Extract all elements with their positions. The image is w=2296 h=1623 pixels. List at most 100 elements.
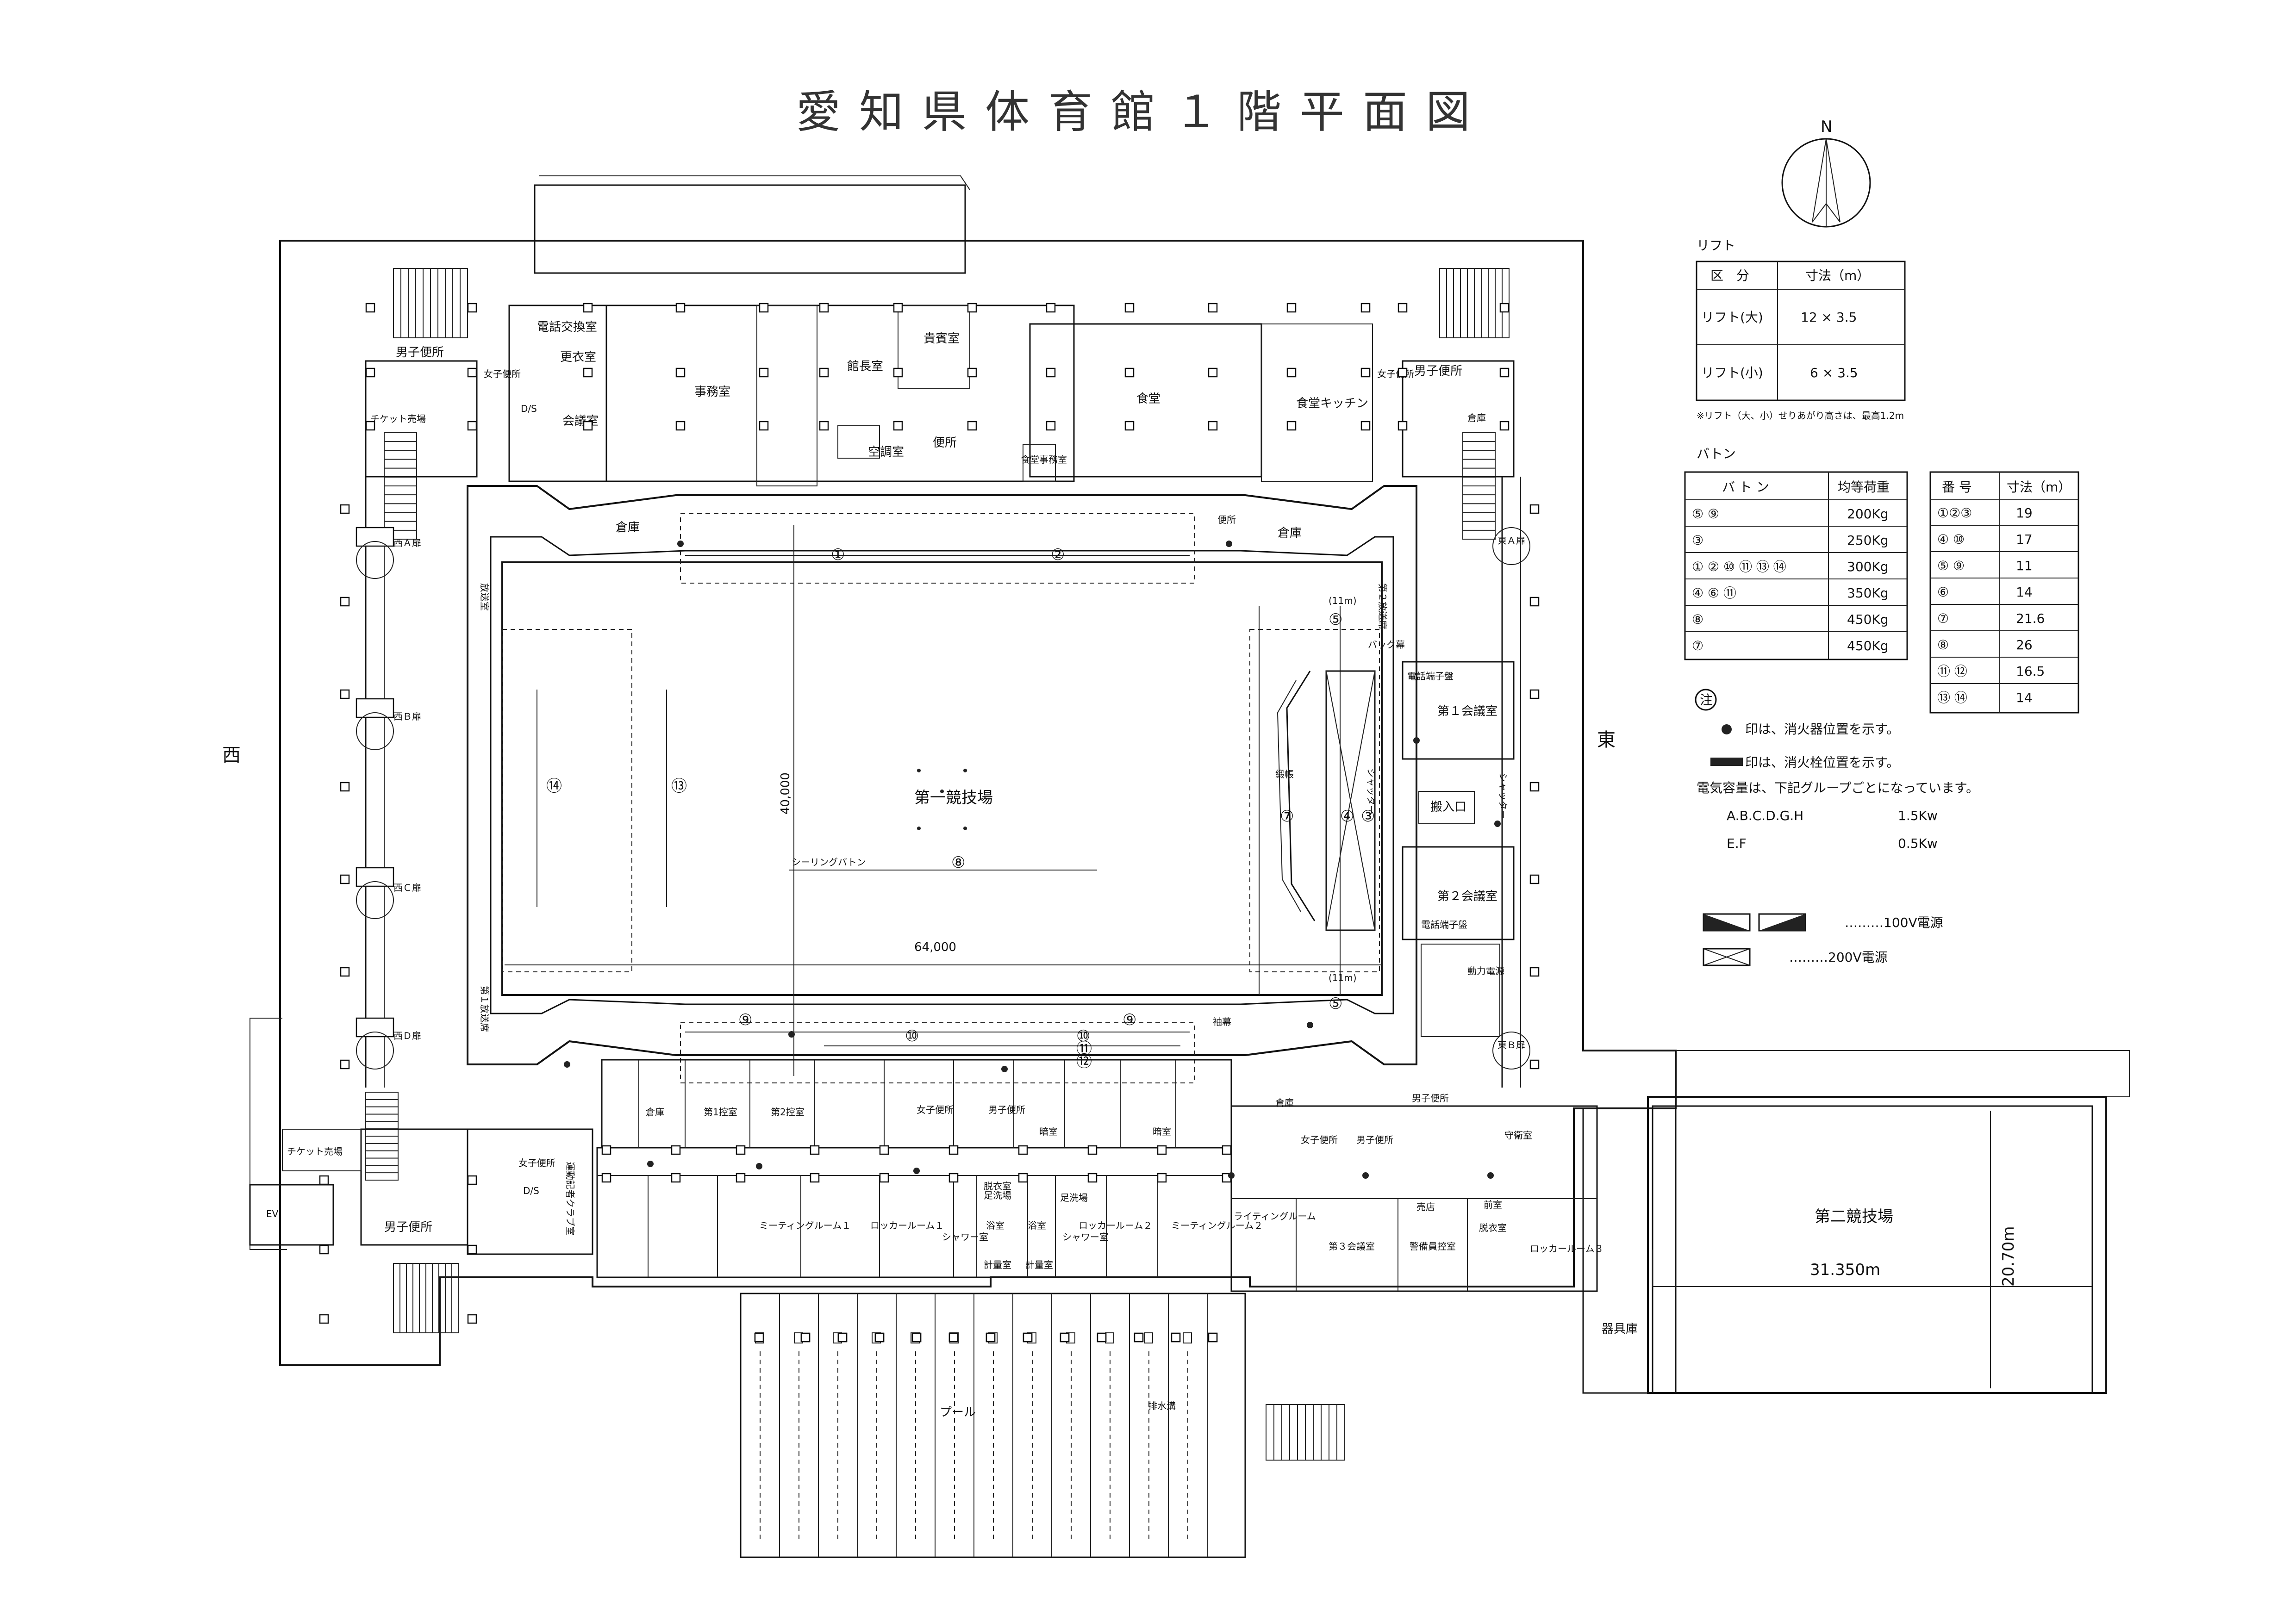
baton-header-name: バ ト ン [1722, 479, 1769, 495]
room-label: D/S [521, 403, 537, 414]
west-doors: 西Ａ扉 西Ｂ扉 西Ｃ扉 西Ｄ扉 東Ａ扉 東Ｂ扉 [356, 477, 1530, 1088]
baton-row-load: 200Kg [1847, 506, 1889, 522]
drain-label: 排水溝 [1148, 1400, 1176, 1412]
second-arena-width: 31.350m [1810, 1261, 1880, 1279]
room-label: 空調室 [868, 445, 904, 459]
door-label: 西Ｂ扉 [393, 711, 421, 722]
room-label: 第１会議室 [1437, 704, 1497, 718]
stage-curtain-label: バック幕 [1368, 639, 1405, 650]
room-label: 前室 [1484, 1199, 1502, 1210]
legend-capacity: 電気容量は、下記グループごとになっています。 [1697, 780, 1979, 796]
size-row-no: ⑪ ⑫ [1937, 664, 1967, 679]
lift-row-name: リフト(大) [1701, 310, 1763, 325]
equipment-store-label: 器具庫 [1602, 1322, 1638, 1336]
pillars [319, 303, 1540, 1343]
size-row-no: ⑤ ⑨ [1937, 558, 1965, 573]
north-compass-icon: N [1781, 118, 1871, 228]
room-label: ロッカールーム２ [1079, 1220, 1152, 1231]
lift-row-name: リフト(小) [1701, 365, 1763, 380]
room-label: 第1控室 [704, 1107, 737, 1118]
baton-table-caption: バトン [1697, 446, 1736, 461]
second-arena: 第二競技場 31.350m 20.70m 器具庫 [1602, 1105, 2093, 1394]
room-label: 足洗場 [984, 1190, 1011, 1201]
size-row-size: 16.5 [2016, 664, 2045, 679]
arena-width: 64,000 [914, 940, 956, 954]
room-label: 女子便所 [518, 1157, 555, 1169]
hydrant-legend-icon [1710, 758, 1743, 766]
concourse-ring [467, 485, 1417, 1065]
legend-hydrant: 印は、消火栓位置を示す。 [1745, 755, 1899, 770]
wing-curtain-label: 袖幕 [1213, 1016, 1231, 1027]
room-label: 倉庫 [1467, 412, 1486, 423]
room-label: 守衛室 [1504, 1130, 1532, 1141]
room-label: 倉庫 [616, 521, 640, 535]
room-label: 運動記者クラブ室 [565, 1162, 576, 1236]
baton-mark: ⑬ [671, 777, 687, 796]
legend-group-value: 0.5Kw [1898, 836, 1938, 851]
room-label: ロッカールーム３ [1530, 1243, 1603, 1254]
second-arena-name: 第二競技場 [1815, 1207, 1893, 1226]
legend-200v: ………200V電源 [1789, 950, 1888, 965]
room-label: 便所 [1217, 514, 1236, 525]
baton-row-name: ④ ⑥ ⑪ [1692, 585, 1736, 601]
room-label: 動力電源 [1467, 965, 1504, 976]
baton-row-name: ⑦ [1692, 638, 1703, 653]
lift-table: リフト 区 分 寸法（m） リフト(大) 12 × 3.5 リフト(小) 6 ×… [1696, 238, 1906, 421]
room-label: ミーティングルーム１ [759, 1220, 851, 1231]
legend-100v: ………100V電源 [1845, 915, 1943, 930]
room-label: 電話端子盤 [1421, 919, 1467, 930]
door-label: 西Ａ扉 [393, 537, 421, 548]
room-label: 暗室 [1039, 1126, 1058, 1137]
north-rooms: 電話交換室 更衣室 会議室 事務室 館長室 貴賓室 空調室 便所 食堂 食堂キッ… [365, 305, 1515, 540]
baton-row-name: ⑧ [1692, 612, 1703, 627]
room-label: 更衣室 [560, 350, 596, 364]
room-label: 脱衣室 [1479, 1222, 1507, 1233]
room-label: 男子便所 [988, 1104, 1025, 1115]
room-label: チケット売場 [370, 413, 426, 424]
legend: 注 印は、消火器位置を示す。 印は、消火栓位置を示す。 電気容量は、下記グループ… [1695, 689, 1979, 966]
height-label: (11m) [1329, 595, 1357, 606]
room-label: 放送室 [479, 583, 490, 611]
room-label: 電話交換室 [537, 320, 597, 334]
room-label: 浴室 [1028, 1220, 1046, 1231]
baton-mark: ⑨ [738, 1011, 752, 1029]
baton-mark: ⑩ [1076, 1027, 1090, 1045]
room-label: 便所 [933, 436, 957, 450]
room-label: 第2控室 [771, 1107, 805, 1118]
room-label: EV [266, 1208, 279, 1219]
baton-mark: ⑤ [1329, 995, 1342, 1013]
room-label: D/S [523, 1185, 539, 1196]
size-row-size: 26 [2016, 637, 2033, 653]
door-label: 西Ｃ扉 [393, 882, 421, 893]
size-header-size: 寸法（m） [2007, 479, 2071, 495]
room-label: 食堂 [1136, 392, 1160, 406]
south-rooms: 倉庫 第1控室 第2控室 女子便所 男子便所 暗室 暗室 倉庫 ミーティングルー… [249, 1059, 1603, 1292]
baton-mark: ④ [1340, 807, 1354, 826]
room-label: 第３会議室 [1329, 1241, 1375, 1252]
lift-footnote: ※リフト（大、小）せりあがり高さは、最高1.2m [1697, 410, 1904, 421]
arena-height: 40,000 [779, 772, 792, 815]
door-label: 西Ｄ扉 [393, 1030, 421, 1041]
east-label: 東 [1597, 729, 1616, 751]
room-label: 男子便所 [1356, 1134, 1393, 1145]
arena-name: 第一競技場 [914, 789, 993, 807]
room-label: ロッカールーム１ [870, 1220, 944, 1231]
room-label: 女子便所 [917, 1104, 954, 1115]
baton-mark: ① [831, 546, 845, 564]
size-row-size: 11 [2016, 558, 2033, 573]
baton-row-load: 300Kg [1847, 559, 1889, 574]
room-label: チケット売場 [287, 1146, 343, 1157]
baton-mark: ⑫ [1076, 1052, 1092, 1071]
size-row-no: ①②③ [1937, 505, 1972, 521]
legend-extinguisher: 印は、消火器位置を示す。 [1745, 721, 1899, 737]
pool-name: プール [940, 1405, 976, 1419]
room-label: 男子便所 [384, 1220, 432, 1234]
baton-row-load: 450Kg [1847, 612, 1889, 627]
lift-table-caption: リフト [1697, 238, 1735, 253]
size-row-size: 14 [2016, 585, 2033, 600]
baton-mark: ⑧ [951, 853, 965, 872]
baton-mark: ⑨ [1123, 1011, 1136, 1029]
lift-header-size: 寸法（m） [1805, 268, 1870, 283]
